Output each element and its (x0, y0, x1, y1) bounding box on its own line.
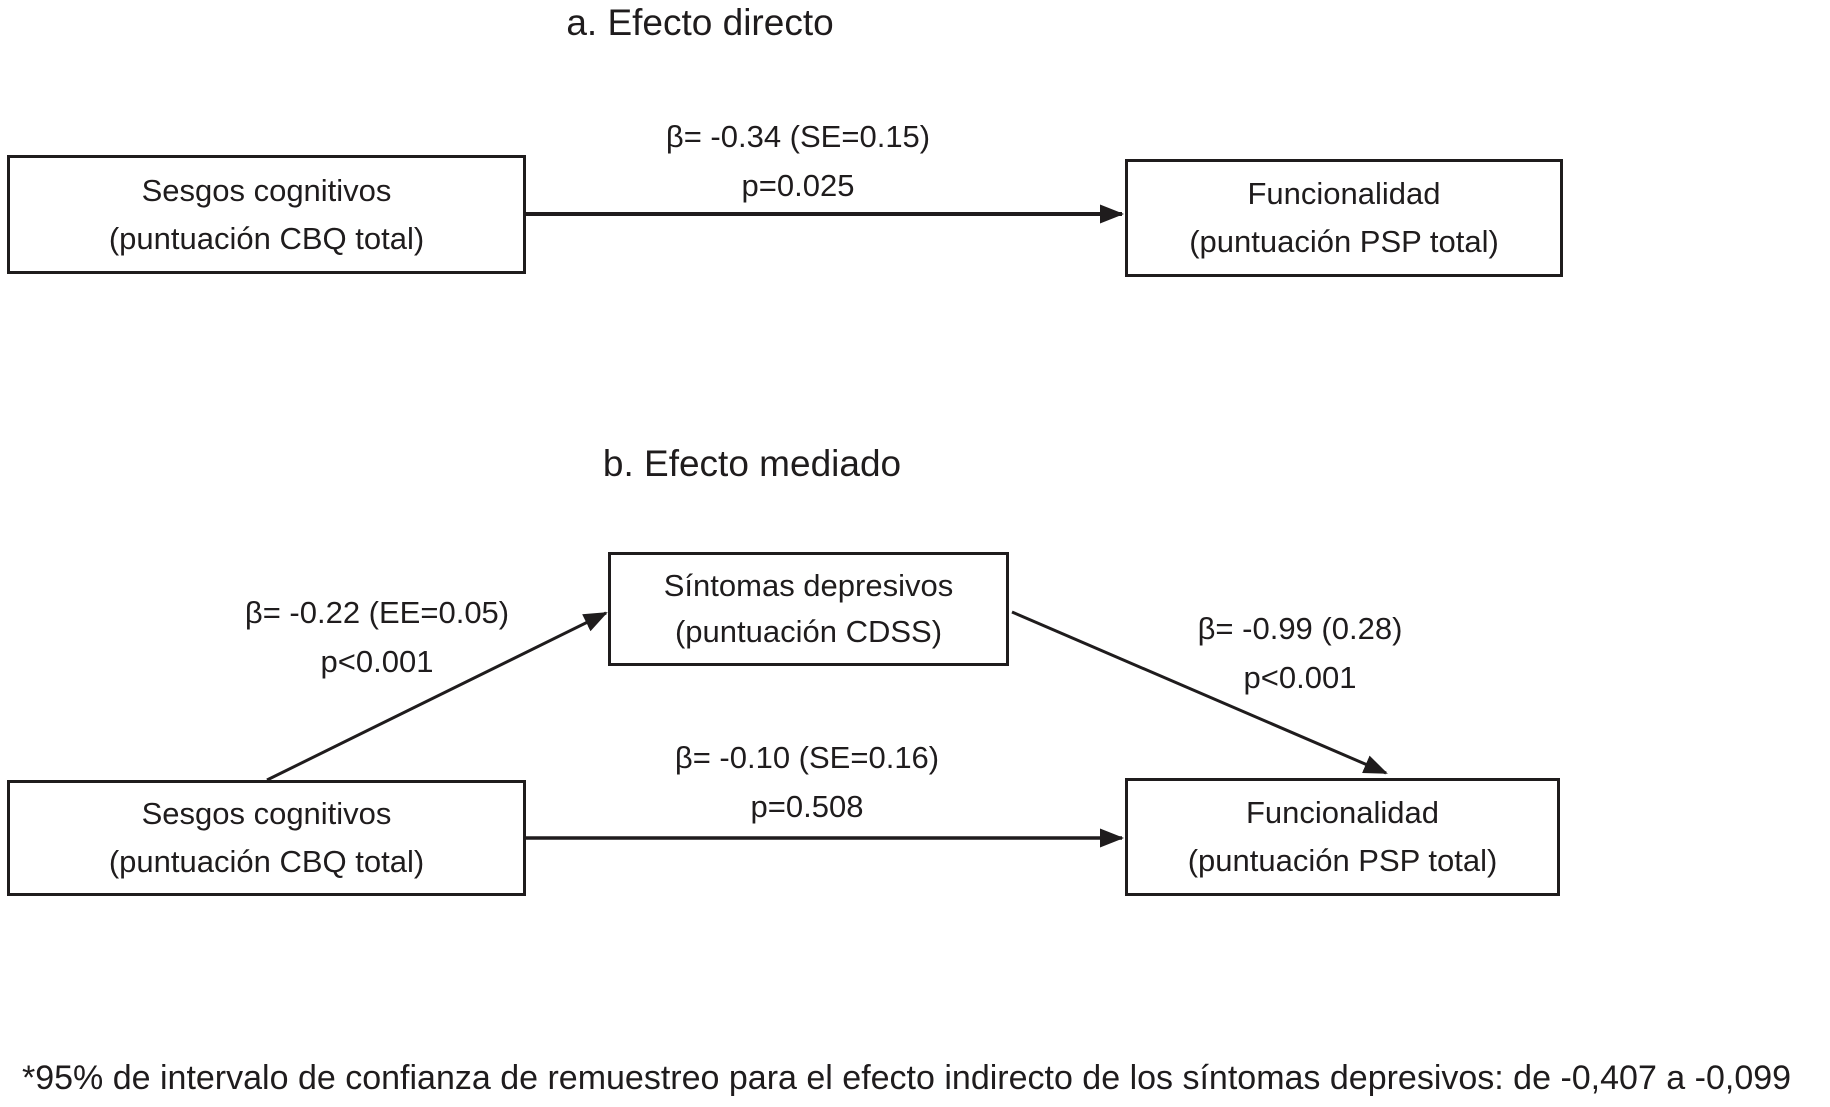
panel-b-path-b-label: β= -0.99 (0.28) p<0.001 (1198, 604, 1403, 702)
panel-b-predictor-line2: (puntuación CBQ total) (108, 844, 425, 879)
panel-b-path-a-beta: β= -0.22 (EE=0.05) (244, 595, 510, 630)
panel-b-mediator-box: Síntomas depresivos (puntuación CDSS) (608, 552, 1009, 666)
panel-b-path-a-pvalue: p<0.001 (320, 644, 434, 679)
panel-b-path-c-pvalue: p=0.508 (750, 789, 864, 824)
panel-a-outcome-line2: (puntuación PSP total) (1189, 224, 1499, 259)
panel-b-mediator-line1: Síntomas depresivos (663, 568, 954, 603)
panel-b-outcome-line2: (puntuación PSP total) (1187, 843, 1498, 878)
panel-a-direct-path-beta: β= -0.34 (SE=0.15) (665, 119, 931, 154)
panel-b-predictor-box: Sesgos cognitivos (puntuación CBQ total) (7, 780, 526, 896)
panel-b-path-b-beta: β= -0.99 (0.28) (1197, 611, 1403, 646)
panel-b-outcome-box: Funcionalidad (puntuación PSP total) (1125, 778, 1560, 896)
panel-a-outcome-box: Funcionalidad (puntuación PSP total) (1125, 159, 1563, 277)
panel-a-predictor-line1: Sesgos cognitivos (141, 172, 392, 208)
panel-a-predictor-box: Sesgos cognitivos (puntuación CBQ total) (7, 155, 526, 274)
panel-a-direct-path-pvalue: p=0.025 (741, 168, 855, 203)
panel-b-path-c-label: β= -0.10 (SE=0.16) p=0.508 (675, 733, 939, 831)
panel-b-path-c-beta: β= -0.10 (SE=0.16) (674, 740, 940, 775)
panel-b-title: b. Efecto mediado (602, 443, 902, 484)
panel-b-path-b-pvalue: p<0.001 (1243, 660, 1357, 695)
panel-b-path-a-label: β= -0.22 (EE=0.05) p<0.001 (245, 588, 509, 686)
panel-a-direct-path-label: β= -0.34 (SE=0.15) p=0.025 (666, 112, 930, 210)
panel-b-outcome-line1: Funcionalidad (1245, 795, 1440, 830)
panel-a-outcome-line1: Funcionalidad (1247, 176, 1441, 211)
panel-b-predictor-line1: Sesgos cognitivos (141, 796, 392, 831)
panel-b-mediator-line2: (puntuación CDSS) (674, 614, 943, 649)
panel-a-title: a. Efecto directo (566, 2, 834, 43)
panel-a-predictor-line2: (puntuación CBQ total) (108, 220, 425, 256)
bootstrap-ci-footnote: *95% de intervalo de confianza de remues… (22, 1059, 1792, 1097)
